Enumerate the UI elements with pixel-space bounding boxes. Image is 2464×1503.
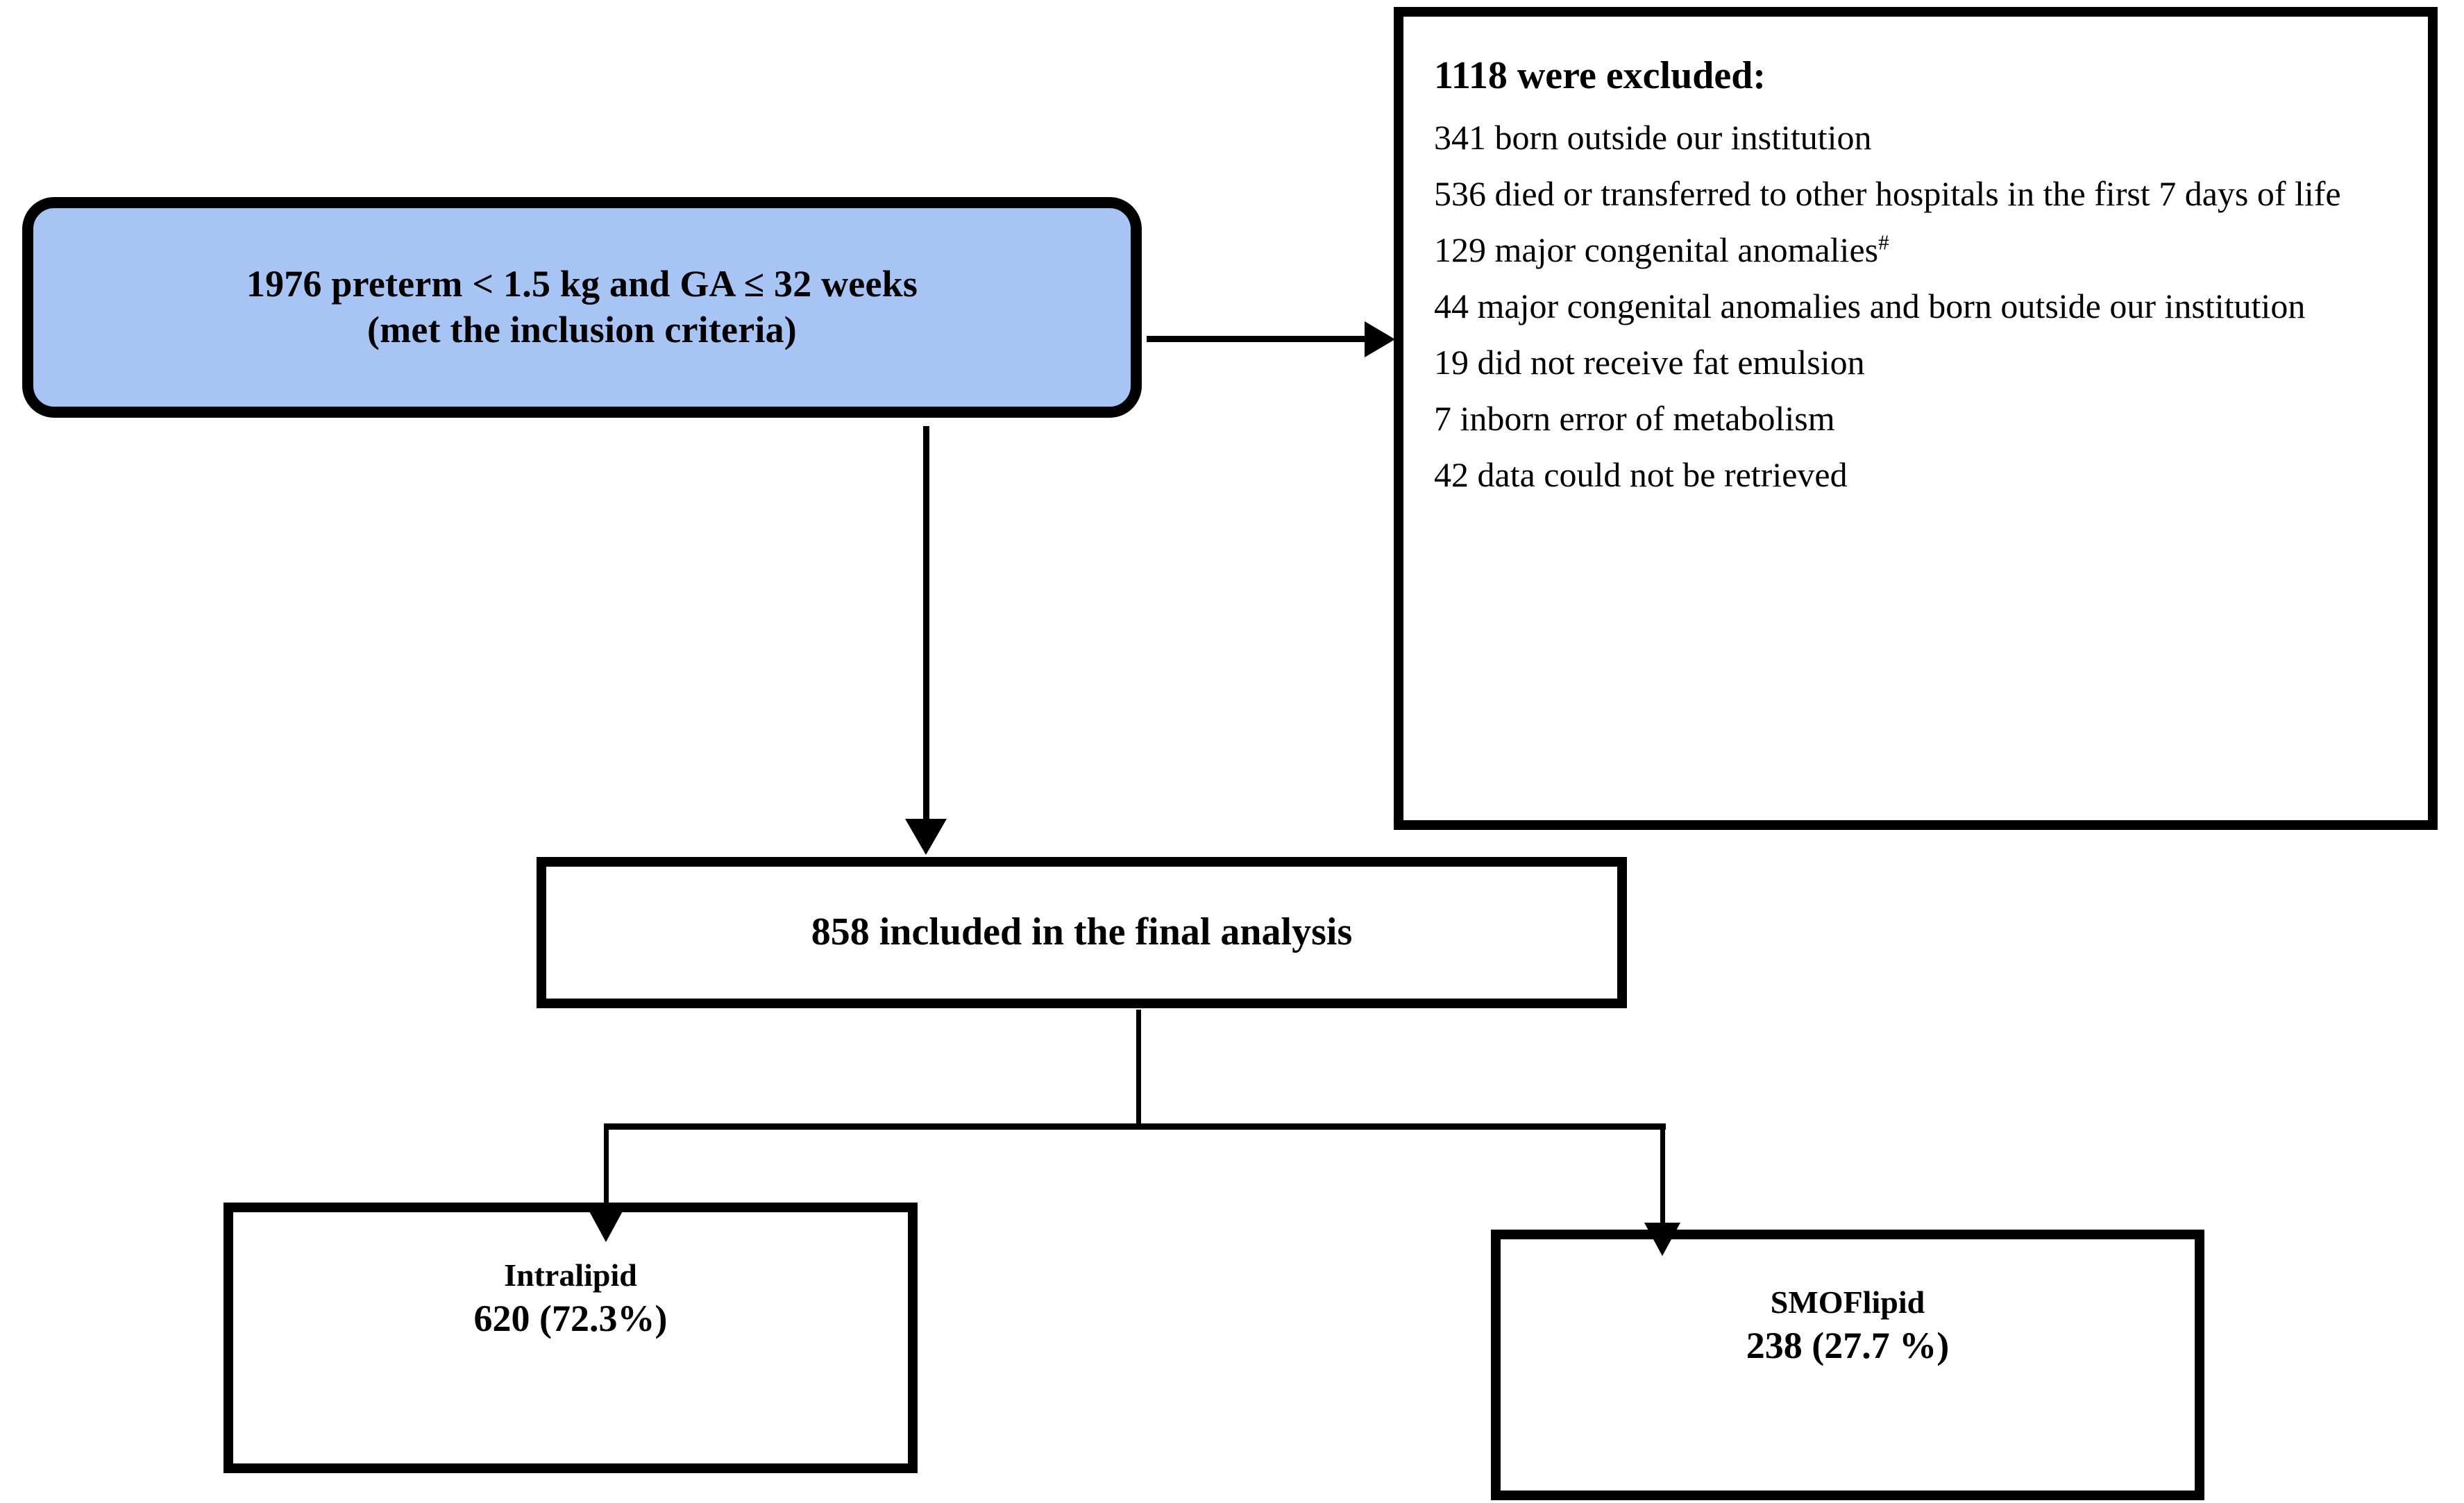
connector-split-to-smoflipid-line bbox=[1660, 1123, 1665, 1228]
connector-included-stem bbox=[1136, 1010, 1141, 1128]
smoflipid-box-content: SMOFlipid 238 (27.7 %) bbox=[1501, 1239, 2195, 1503]
excluded-item-536: 536 died or transferred to other hospita… bbox=[1434, 173, 2341, 213]
eligible-population-box-content: 1976 preterm < 1.5 kg and GA ≤ 32 weeks … bbox=[33, 208, 1131, 407]
connector-eligible-to-excluded-line bbox=[1147, 336, 1369, 342]
included-label: 858 included in the final analysis bbox=[811, 910, 1353, 954]
intralipid-title: Intralipid bbox=[504, 1257, 637, 1293]
excluded-box[interactable]: 1118 were excluded: 341 born outside our… bbox=[1394, 7, 2438, 830]
excluded-item-129-text: 129 major congenital anomalies bbox=[1434, 230, 1879, 269]
smoflipid-box[interactable]: SMOFlipid 238 (27.7 %) bbox=[1491, 1230, 2204, 1500]
connector-split-to-intralipid-line bbox=[604, 1123, 609, 1214]
smoflipid-title: SMOFlipid bbox=[1770, 1284, 1925, 1320]
intralipid-value: 620 (72.3%) bbox=[473, 1297, 668, 1339]
excluded-title: 1118 were excluded: bbox=[1434, 54, 1766, 97]
eligible-population-line-2: (met the inclusion criteria) bbox=[367, 309, 797, 350]
included-box[interactable]: 858 included in the final analysis bbox=[537, 857, 1627, 1008]
connector-eligible-to-excluded-arrowhead-icon bbox=[1365, 321, 1395, 357]
connector-eligible-to-included-arrowhead-icon bbox=[905, 819, 947, 855]
intralipid-box-content: Intralipid 620 (72.3%) bbox=[233, 1212, 908, 1503]
excluded-item-44: 44 major congenital anomalies and born o… bbox=[1434, 286, 2306, 325]
connector-split-horizontal-bar bbox=[604, 1123, 1666, 1130]
included-box-content: 858 included in the final analysis bbox=[546, 867, 1617, 999]
connector-split-to-intralipid-arrowhead-icon bbox=[588, 1209, 624, 1242]
excluded-item-129-footnote-marker: # bbox=[1878, 229, 1889, 254]
intralipid-box[interactable]: Intralipid 620 (72.3%) bbox=[223, 1203, 918, 1473]
excluded-item-19: 19 did not receive fat emulsion bbox=[1434, 342, 1865, 382]
excluded-item-129: 129 major congenital anomalies# bbox=[1434, 228, 2400, 273]
connector-eligible-to-included-line bbox=[923, 426, 929, 822]
eligible-population-line-1: 1976 preterm < 1.5 kg and GA ≤ 32 weeks bbox=[246, 263, 918, 305]
smoflipid-value: 238 (27.7 %) bbox=[1746, 1324, 1950, 1366]
excluded-box-content: 1118 were excluded: 341 born outside our… bbox=[1434, 50, 2400, 498]
excluded-item-42: 42 data could not be retrieved bbox=[1434, 455, 1848, 494]
excluded-item-341: 341 born outside our institution bbox=[1434, 117, 1872, 157]
eligible-population-box[interactable]: 1976 preterm < 1.5 kg and GA ≤ 32 weeks … bbox=[22, 197, 1142, 418]
connector-split-to-smoflipid-arrowhead-icon bbox=[1644, 1223, 1680, 1256]
excluded-item-7: 7 inborn error of metabolism bbox=[1434, 398, 1835, 438]
